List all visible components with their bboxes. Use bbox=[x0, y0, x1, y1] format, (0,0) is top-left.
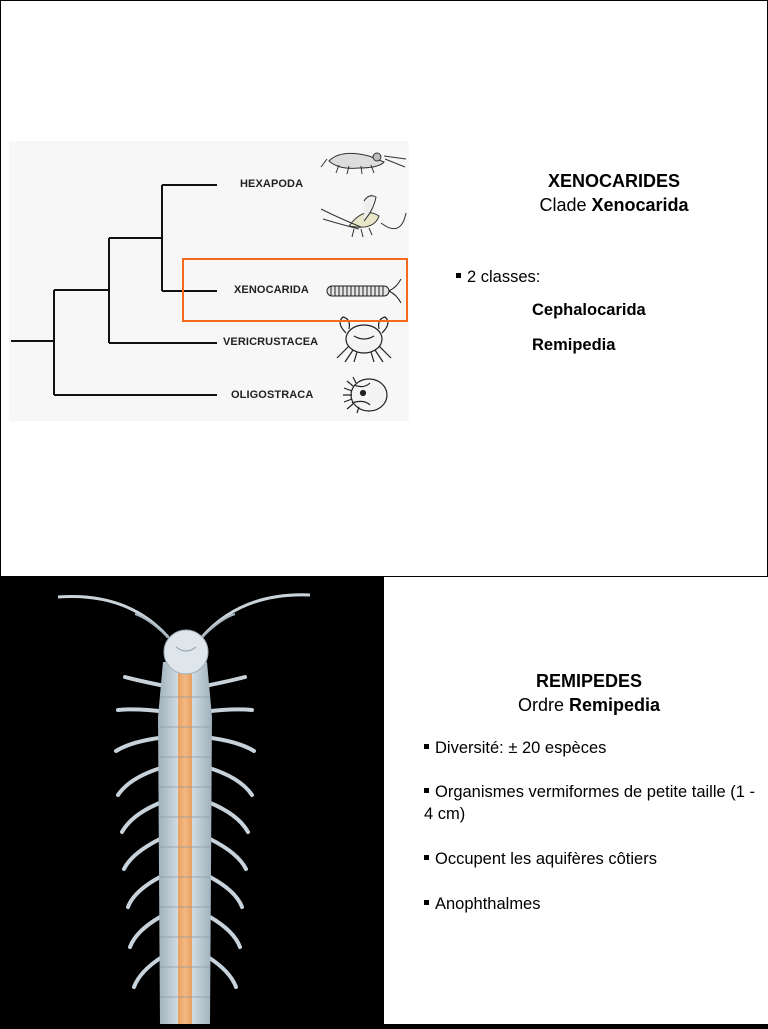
slide1-subtitle-taxon: Xenocarida bbox=[591, 195, 688, 215]
bullet-aquifers: Occupent les aquifères côtiers bbox=[424, 848, 764, 870]
slide2-title-block: REMIPEDES Ordre Remipedia bbox=[436, 669, 742, 717]
taxon-label-hexapoda: HEXAPODA bbox=[240, 178, 303, 190]
bullet-anophthalmes: Anophthalmes bbox=[424, 893, 764, 915]
bullet-organisms-text: Organismes vermiformes de petite taille … bbox=[424, 783, 755, 823]
remipede-illustration bbox=[0, 577, 384, 1024]
classes-bullet: 2 classes: bbox=[456, 266, 540, 288]
slide-remipedes: REMIPEDES Ordre Remipedia Diversité: ± 2… bbox=[0, 577, 768, 1024]
bullet-marker bbox=[424, 900, 429, 905]
bullet-aquifers-text: Occupent les aquifères côtiers bbox=[435, 850, 657, 868]
bullet-anophthalmes-text: Anophthalmes bbox=[435, 895, 541, 913]
slide2-subtitle-taxon: Remipedia bbox=[569, 695, 660, 715]
mayfly-icon bbox=[321, 196, 406, 237]
slide1-title-block: XENOCARIDES Clade Xenocarida bbox=[461, 169, 767, 217]
bullet-diversity-text: Diversité: ± 20 espèces bbox=[435, 739, 606, 757]
bullet-marker bbox=[424, 744, 429, 749]
class-cephalocarida: Cephalocarida bbox=[532, 299, 646, 321]
remipede-photo bbox=[0, 577, 384, 1024]
slide-xenocarides: HEXAPODA XENOCARIDA VERICRUSTACEA OLIGOS… bbox=[0, 0, 768, 577]
bullet-marker bbox=[424, 788, 429, 793]
taxon-label-oligostraca: OLIGOSTRACA bbox=[231, 389, 313, 401]
highlight-box bbox=[182, 258, 408, 322]
bullet-marker bbox=[424, 855, 429, 860]
slide2-subtitle: Ordre Remipedia bbox=[436, 693, 742, 717]
slide2-subtitle-prefix: Ordre bbox=[518, 695, 569, 715]
crab-icon bbox=[337, 317, 391, 362]
slide1-title: XENOCARIDES bbox=[461, 169, 767, 193]
bullet-marker bbox=[456, 273, 461, 278]
bullet-organisms: Organismes vermiformes de petite taille … bbox=[424, 781, 764, 825]
slide2-title: REMIPEDES bbox=[436, 669, 742, 693]
slide1-subtitle-prefix: Clade bbox=[539, 195, 591, 215]
bullet-diversity: Diversité: ± 20 espèces bbox=[424, 737, 764, 759]
class-remipedia: Remipedia bbox=[532, 334, 615, 356]
taxon-label-vericrustacea: VERICRUSTACEA bbox=[223, 336, 318, 348]
classes-bullet-text: 2 classes: bbox=[467, 268, 540, 286]
springtail-icon bbox=[321, 153, 406, 174]
slide1-subtitle: Clade Xenocarida bbox=[461, 193, 767, 217]
ostracod-icon bbox=[343, 377, 387, 413]
